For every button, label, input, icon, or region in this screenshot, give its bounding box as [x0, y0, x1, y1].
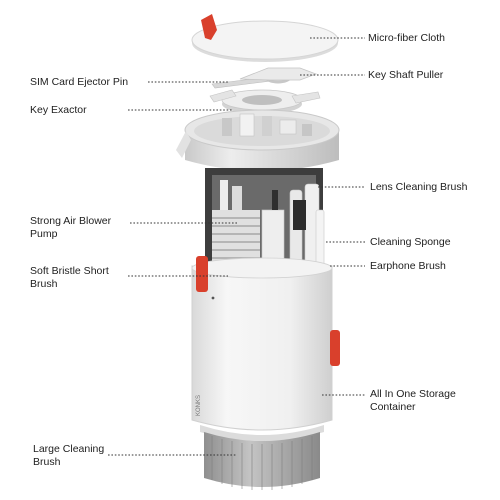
large-cleaning-brush	[200, 425, 324, 490]
top-tray	[176, 109, 340, 171]
label-strong-air-blower-pump: Strong Air Blower Pump	[30, 215, 112, 240]
label-lens-cleaning-brush: Lens Cleaning Brush	[370, 181, 468, 193]
micro-fiber-cloth	[191, 14, 339, 62]
label-cleaning-sponge: Cleaning Sponge	[370, 236, 451, 248]
inner-tools	[205, 168, 325, 267]
label-key-shaft-puller: Key Shaft Puller	[368, 69, 444, 81]
label-micro-fiber-cloth: Micro-fiber Cloth	[368, 32, 446, 44]
brand-text: KONKS	[196, 395, 202, 416]
cloth-red-tab	[201, 14, 217, 40]
label-sim-card-ejector-pin: SIM Card Ejector Pin	[30, 76, 129, 88]
label-all-in-one-storage-container: All In One Storage Container	[370, 388, 456, 413]
key-exactor	[209, 89, 321, 114]
label-earphone-brush: Earphone Brush	[370, 260, 446, 272]
key-shaft-puller	[239, 67, 318, 81]
storage-container	[191, 256, 340, 431]
body-red-tab-right	[330, 330, 340, 366]
air-blower-pump	[212, 180, 260, 266]
label-key-exactor: Key Exactor	[30, 104, 87, 116]
leader-lines	[108, 37, 365, 456]
label-large-cleaning-brush: Large Cleaning Brush	[33, 443, 105, 468]
label-soft-bristle-short-brush: Soft Bristle Short Brush	[30, 265, 109, 290]
sponge-shape	[293, 200, 306, 230]
body-red-tab-left	[196, 256, 208, 292]
